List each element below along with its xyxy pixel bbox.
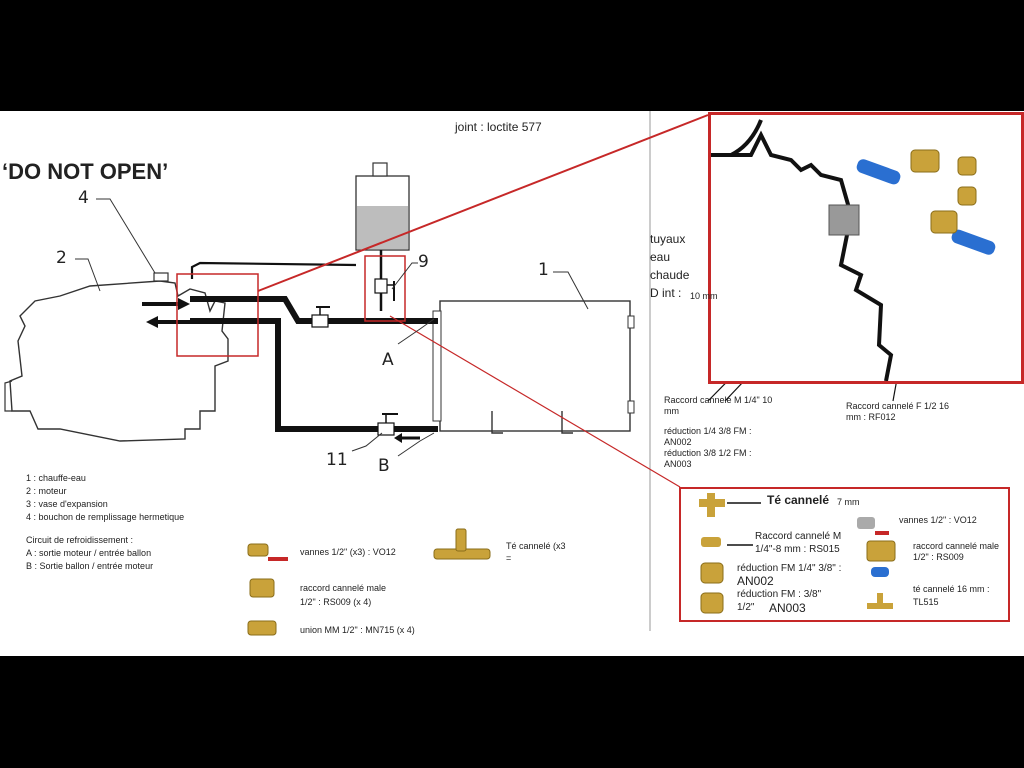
zoom-reduc2-2: AN003 <box>664 459 692 469</box>
part-te-1: Té cannelé (x3 <box>506 541 566 551</box>
tee-icon <box>699 493 725 517</box>
hose-icon <box>871 567 889 577</box>
part-te-2: = <box>506 553 512 563</box>
circuit-b: B : Sortie ballon / entrée moteur <box>26 561 154 571</box>
box-reduc1-2: AN002 <box>737 574 774 588</box>
zoom-raccord-f-2: mm : RF012 <box>846 412 896 422</box>
box-raccord-m-2: 1/4"-8 mm : RS015 <box>755 544 840 555</box>
reducer-icon <box>700 592 724 614</box>
valve-9 <box>374 278 395 301</box>
label-2: 2 <box>56 248 67 268</box>
label-11: 11 <box>326 450 348 470</box>
part-union: union MM 1/2" : MN715 (x 4) <box>300 625 415 635</box>
pipe-b <box>190 318 438 432</box>
valve-icon <box>857 517 889 535</box>
part-raccord-1: raccord cannelé male <box>300 583 387 593</box>
box-te16-2: TL515 <box>913 597 939 607</box>
filler-cap <box>153 272 169 282</box>
brass-fitting-icon <box>957 156 977 176</box>
valve-a <box>311 306 330 328</box>
label-4: 4 <box>78 188 89 208</box>
brass-fitting-icon <box>930 210 958 234</box>
water-heater <box>439 300 631 432</box>
hose-icon <box>856 159 901 185</box>
zoom-highlight-engine <box>176 273 259 357</box>
box-reduc2-3: AN003 <box>769 601 806 615</box>
tuyaux-4: D int : <box>650 286 682 300</box>
box-reduc2-2: 1/2" <box>737 602 755 613</box>
zoom-reduc1-1: réduction 1/4 3/8 FM : <box>664 426 752 436</box>
zoom-reduc1-2: AN002 <box>664 437 692 447</box>
zoom-reduc2-1: réduction 3/8 1/2 FM : <box>664 448 752 458</box>
box-raccord-male-1: raccord cannelé male <box>913 541 1000 551</box>
legend-item: 2 : moteur <box>26 486 67 496</box>
label-a: A <box>382 350 394 370</box>
legend-item: 1 : chauffe-eau <box>26 473 86 483</box>
tuyaux-size: 10 mm <box>690 291 718 301</box>
union-icon <box>247 620 277 636</box>
zoom-highlight-tee <box>364 255 406 322</box>
circuit-title: Circuit de refroidissement : <box>26 535 134 545</box>
box-vannes: vannes 1/2" : VO12 <box>899 515 977 525</box>
diagram-page: ‘DO NOT OPEN’ joint : loctite 577 4 2 1 … <box>0 111 1024 656</box>
box-reduc2-1: réduction FM : 3/8" <box>737 589 822 600</box>
zoom-panel <box>708 112 1024 384</box>
zoom-raccord-m-1: Raccord cannelé M 1/4" 10 <box>664 395 773 405</box>
tee-icon <box>867 593 893 609</box>
box-te: Té cannelé <box>767 493 830 507</box>
valve-b <box>377 413 398 436</box>
label-9: 9 <box>418 252 429 272</box>
tee-icon <box>433 528 491 560</box>
label-1: 1 <box>538 260 549 280</box>
small-barb-icon <box>701 537 721 547</box>
label-b: B <box>378 456 390 476</box>
parts-box-icons <box>699 493 896 614</box>
cooling-schematic <box>4 111 921 636</box>
brass-fitting-icon <box>957 186 977 206</box>
brass-fitting-icon <box>910 149 940 173</box>
box-te16-1: té cannelé 16 mm : <box>913 584 990 594</box>
hose-icon <box>951 229 996 255</box>
reducer-icon <box>700 562 724 584</box>
legend-item: 3 : vase d'expansion <box>26 499 108 509</box>
flow-arrows <box>142 298 420 443</box>
part-vannes: vannes 1/2" (x3) : VO12 <box>300 547 396 557</box>
tuyaux-2: eau <box>650 250 671 264</box>
box-raccord-male-2: 1/2" : RS009 <box>913 552 964 562</box>
do-not-open-label: ‘DO NOT OPEN’ <box>2 159 169 184</box>
box-te-size: 7 mm <box>837 497 860 507</box>
zoom-drawing <box>711 119 996 381</box>
part-raccord-2: 1/2" : RS009 (x 4) <box>300 597 372 607</box>
engine-outline <box>9 280 229 442</box>
valve-icon <box>247 543 288 561</box>
tuyaux-1: tuyaux <box>650 232 686 246</box>
box-raccord-m-1: Raccord cannelé M <box>755 531 842 542</box>
legend-item: 4 : bouchon de remplissage hermetique <box>26 512 185 522</box>
barb-male-icon <box>249 578 275 598</box>
parts-box: Té cannelé 7 mm vannes 1/2" : VO12 Racco… <box>679 487 1010 622</box>
zoom-raccord-m-2: mm <box>664 406 679 416</box>
circuit-a: A : sortie moteur / entrée ballon <box>26 548 152 558</box>
barb-male-icon <box>866 540 896 562</box>
joint-label: joint : loctite 577 <box>455 120 542 134</box>
box-reduc1-1: réduction FM 1/4" 3/8" : <box>737 563 842 574</box>
zoom-raccord-f-1: Raccord cannelé F 1/2 16 <box>846 401 950 411</box>
tuyaux-3: chaude <box>650 268 690 282</box>
